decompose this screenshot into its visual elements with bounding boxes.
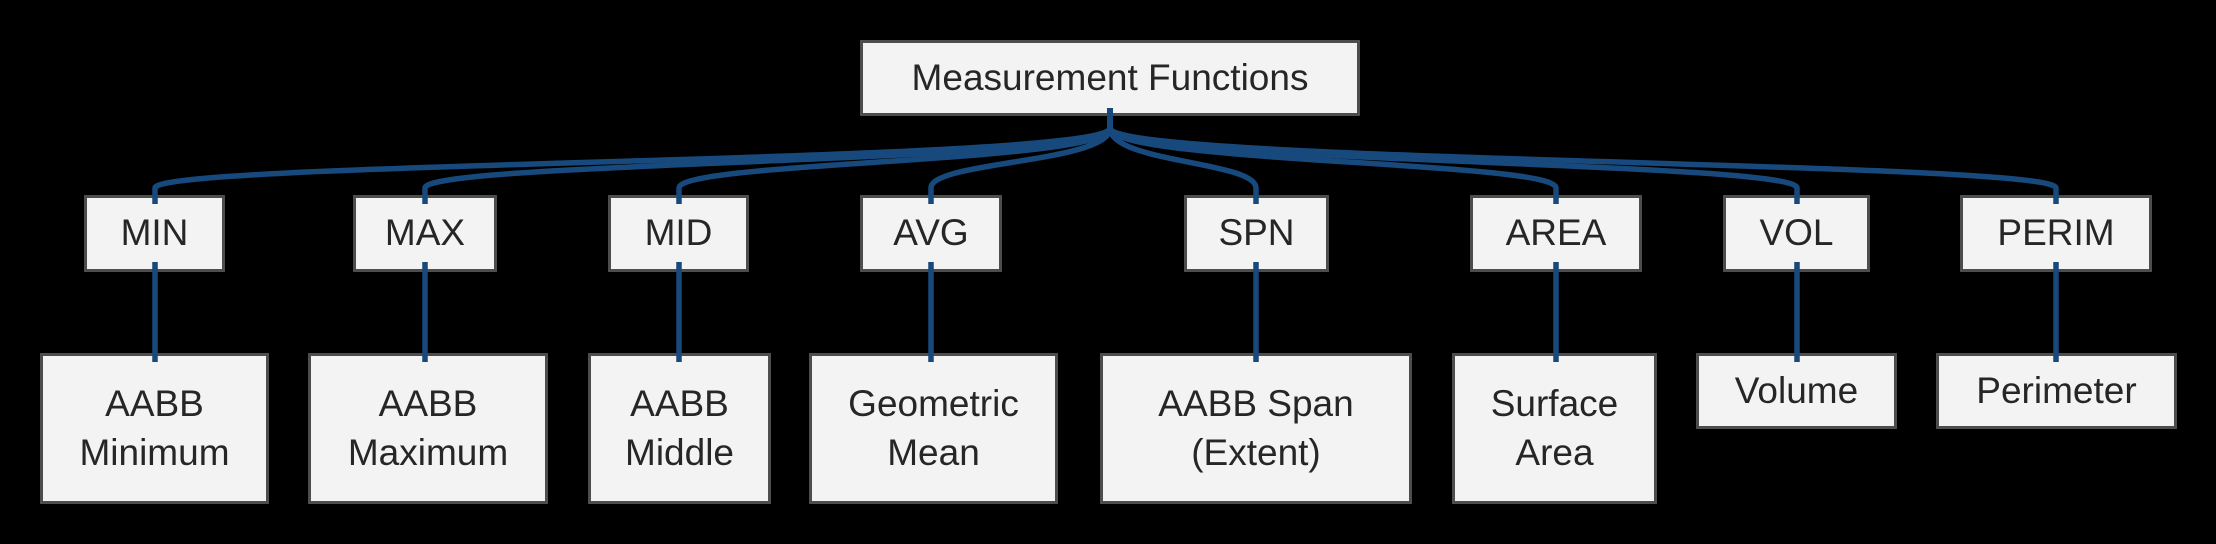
node-area: AREA [1470,195,1642,272]
node-aabb-middle: AABB Middle [588,353,771,504]
edge-root-max [422,108,1113,204]
node-perim-label: PERIM [1997,212,2115,254]
node-aabb-maximum: AABB Maximum [308,353,548,504]
edge-root-area [1107,108,1559,204]
root-node-label: Measurement Functions [911,56,1309,98]
node-aabb-span-extent: AABB Span (Extent) [1100,353,1412,504]
edge-root-min [152,108,1113,204]
node-measurement-functions: Measurement Functions [860,40,1360,116]
edge-root-avg [928,108,1113,204]
node-max-label: MAX [384,212,466,254]
node-avg: AVG [860,195,1002,272]
node-aabb-minimum-label: AABB Minimum [79,382,230,473]
node-surface-area-label: Surface Area [1490,382,1619,473]
node-spn: SPN [1184,195,1329,272]
node-surface-area: Surface Area [1452,353,1657,504]
node-aabb-middle-label: AABB Middle [625,382,734,473]
node-mid: MID [608,195,749,272]
node-min-label: MIN [120,212,189,254]
node-mid-label: MID [644,212,713,254]
node-volume: Volume [1696,353,1897,429]
edge-root-perim [1107,108,2059,204]
node-perimeter-label: Perimeter [1976,369,2137,411]
node-aabb-maximum-label: AABB Maximum [347,382,509,473]
node-min: MIN [84,195,225,272]
node-max: MAX [353,195,497,272]
node-spn-label: SPN [1218,212,1295,254]
edge-root-vol [1107,108,1800,204]
node-aabb-span-extent-label: AABB Span (Extent) [1158,382,1354,473]
node-area-label: AREA [1505,212,1607,254]
edge-root-mid [676,108,1113,204]
node-geometric-mean: Geometric Mean [809,353,1058,504]
node-aabb-minimum: AABB Minimum [40,353,269,504]
node-vol-label: VOL [1759,212,1834,254]
node-vol: VOL [1723,195,1870,272]
node-geometric-mean-label: Geometric Mean [848,382,1019,473]
edge-root-spn [1107,108,1259,204]
node-volume-label: Volume [1734,369,1859,411]
node-perim: PERIM [1960,195,2152,272]
node-avg-label: AVG [893,212,969,254]
node-perimeter: Perimeter [1936,353,2177,429]
